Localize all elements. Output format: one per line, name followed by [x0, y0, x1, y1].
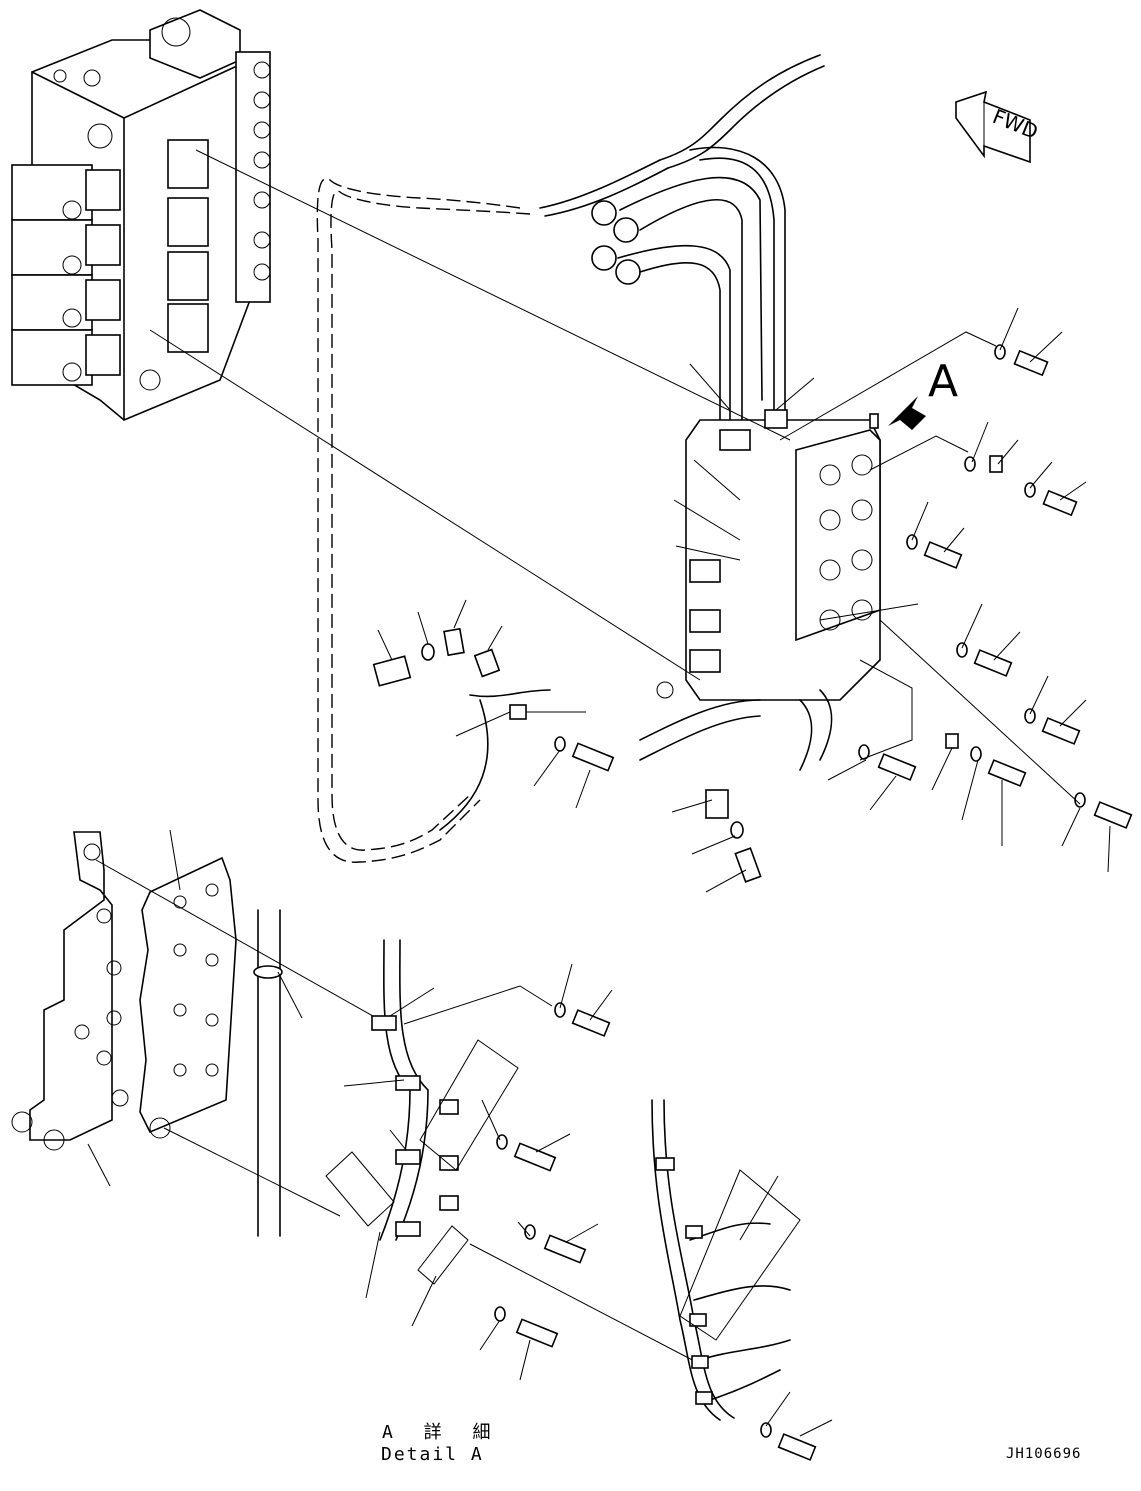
upper-hose-bundle — [539, 54, 825, 433]
detail-title-en: Detail A — [381, 1444, 484, 1465]
leader-lines-upper — [149, 149, 1111, 893]
detail-a-callout: A — [928, 356, 959, 407]
detail-a-harness-right — [651, 1099, 801, 1421]
detail-title-jp: A 詳 細 — [382, 1422, 501, 1443]
fwd-arrow-icon — [955, 90, 1031, 164]
mid-connector-cluster — [372, 627, 551, 831]
main-bracket-assembly — [639, 409, 881, 819]
view-arrow-icon — [869, 396, 926, 430]
detail-a-harness-left — [253, 909, 701, 1365]
harness-loop — [316, 177, 531, 863]
bolts-washers-upper — [554, 344, 1133, 883]
detail-a-plates — [11, 829, 381, 1217]
drawing-number: JH106696 — [1006, 1446, 1082, 1462]
detail-a-bolts — [479, 963, 833, 1461]
control-valve-assembly — [11, 9, 271, 421]
